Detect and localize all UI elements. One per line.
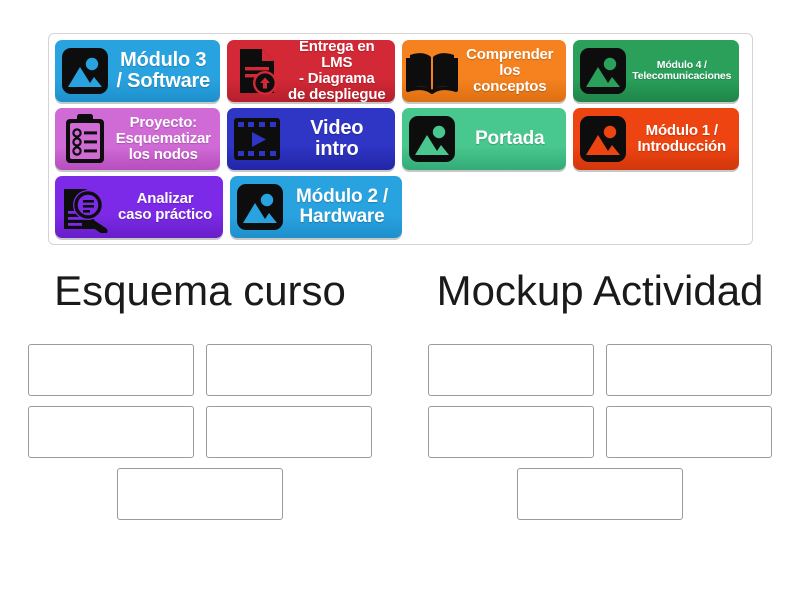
tile-label: Video intro	[310, 116, 364, 160]
draggable-tile[interactable]: Video intro	[226, 108, 395, 170]
draggable-tile[interactable]: Comprender los conceptos	[401, 40, 566, 102]
draggable-tile[interactable]: Entrega en LMS - Diagrama de despliegue	[226, 40, 395, 102]
dropzone-grid	[28, 344, 372, 520]
dropzone-slot[interactable]	[28, 406, 194, 458]
sort-columns: Esquema curso Mockup Actividad	[0, 270, 800, 520]
draggable-tile[interactable]: Portada	[401, 108, 566, 170]
image-icon	[577, 45, 629, 97]
tile-label: Módulo 3 / Software	[116, 48, 211, 92]
tile-label: Proyecto: Esquematizar los nodos	[115, 114, 211, 163]
tile-row: Proyecto: Esquematizar los nodos Video in…	[55, 108, 746, 170]
image-icon	[577, 113, 629, 165]
tile-label: Entrega en LMS - Diagrama de despliegue	[288, 40, 386, 102]
image-icon	[234, 181, 286, 233]
tile-row: Módulo 3 / Software Entrega en LMS - Diag…	[55, 40, 746, 102]
dropzone-slot[interactable]	[517, 468, 683, 520]
tile-row: Analizar caso práctico Módulo 2 / Hardwar…	[55, 176, 746, 238]
draggable-tile[interactable]: Módulo 4 / Telecomunicaciones	[572, 40, 739, 102]
column-title: Mockup Actividad	[436, 267, 764, 314]
draggable-tile[interactable]: Módulo 3 / Software	[55, 40, 220, 102]
clipboard-checklist-icon	[59, 113, 111, 165]
draggable-tiles-tray: Módulo 3 / Software Entrega en LMS - Diag…	[48, 33, 753, 245]
tile-label: Módulo 4 / Telecomunicaciones	[632, 58, 732, 82]
document-search-icon	[59, 181, 111, 233]
sort-column: Esquema curso	[0, 270, 400, 520]
film-play-icon	[231, 113, 283, 165]
column-title: Esquema curso	[54, 267, 346, 314]
draggable-tile[interactable]: Módulo 2 / Hardware	[230, 176, 402, 238]
image-icon	[59, 45, 111, 97]
draggable-tile[interactable]: Proyecto: Esquematizar los nodos	[55, 108, 220, 170]
sort-column: Mockup Actividad	[400, 270, 800, 520]
tile-label: Módulo 2 / Hardware	[296, 185, 388, 227]
dropzone-slot[interactable]	[428, 406, 594, 458]
dropzone-slot[interactable]	[606, 344, 772, 396]
dropzone-slot[interactable]	[206, 406, 372, 458]
tile-label: Comprender los conceptos	[466, 46, 554, 95]
dropzone-grid	[428, 344, 772, 520]
dropzone-slot[interactable]	[428, 344, 594, 396]
tile-label: Analizar caso práctico	[117, 190, 213, 223]
dropzone-slot[interactable]	[606, 406, 772, 458]
tile-label: Portada	[475, 127, 545, 149]
dropzone-slot[interactable]	[206, 344, 372, 396]
document-upload-icon	[231, 45, 283, 97]
dropzone-slot[interactable]	[28, 344, 194, 396]
image-icon	[406, 113, 458, 165]
draggable-tile[interactable]: Analizar caso práctico	[55, 176, 223, 238]
draggable-tile[interactable]: Módulo 1 / Introducción	[572, 108, 739, 170]
open-book-icon	[405, 45, 458, 97]
tile-label: Módulo 1 / Introducción	[637, 122, 727, 155]
dropzone-slot[interactable]	[117, 468, 283, 520]
